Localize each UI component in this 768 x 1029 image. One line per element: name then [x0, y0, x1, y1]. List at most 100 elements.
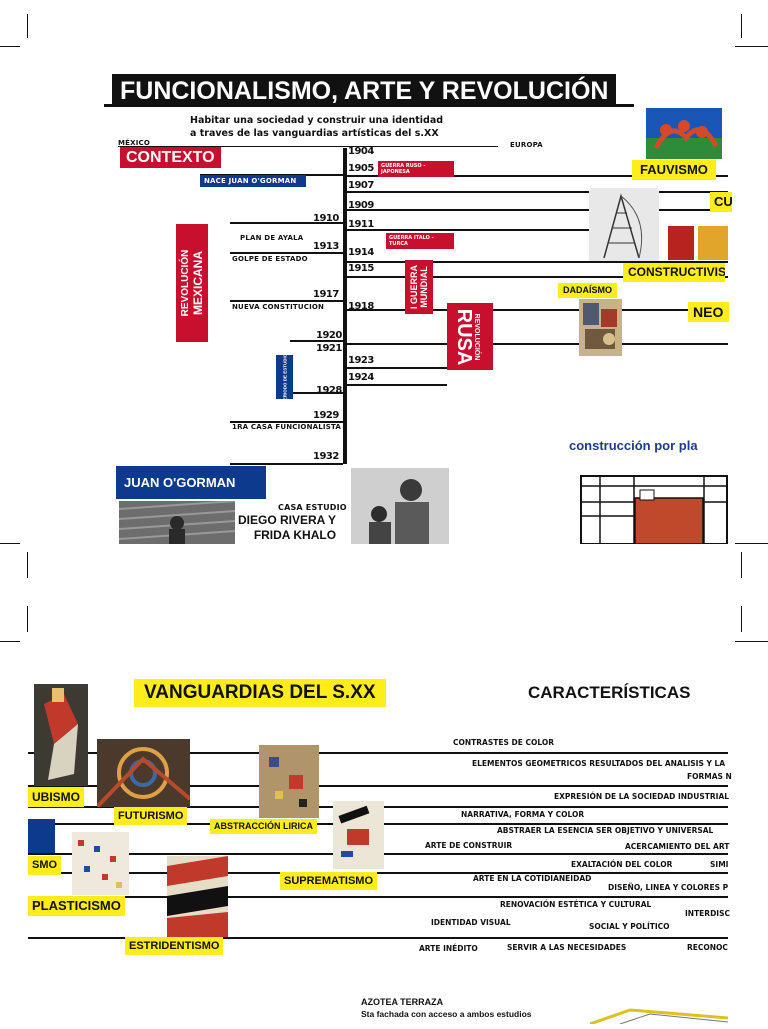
caracteristica: ACERCAMIENTO DEL ART [625, 842, 730, 851]
year-label: 1929 [313, 410, 339, 421]
year-label: 1914 [348, 247, 374, 258]
fauvism-painting [646, 108, 722, 159]
neoplasticism-painting [72, 832, 129, 895]
caracteristica: INTERDISC [685, 909, 731, 918]
timeline-line [230, 300, 343, 302]
row-rule [28, 937, 728, 939]
periodo-estudios-label: PERIODO DE ESTUDIOS [282, 350, 287, 404]
year-label: 1907 [348, 180, 374, 191]
caracteristica: IDENTIDAD VISUAL [431, 918, 511, 927]
row-rule [28, 872, 728, 874]
crop-mark [0, 46, 20, 47]
revolucion-rusa-box: REVOLUCIÓN RUSA [447, 303, 493, 370]
row-rule [28, 785, 728, 787]
event-golpe-estado: GOLPE DE ESTADO [232, 255, 308, 263]
crop-mark [27, 14, 28, 38]
diego-frida-line-1: DIEGO RIVERA Y [238, 513, 337, 527]
fauvismo-label: FAUVISMO [632, 160, 716, 180]
periodo-estudios-box: PERIODO DE ESTUDIOS [276, 351, 293, 403]
constructivism-tower-photo [589, 188, 659, 261]
timeline-line [347, 343, 728, 345]
timeline-line [230, 463, 343, 465]
timeline-line [347, 384, 447, 386]
futurism-painting [97, 739, 190, 807]
suprematismo-label: SUPREMATISMO [280, 872, 378, 890]
year-label: 1915 [348, 263, 374, 274]
timeline-axis [343, 148, 347, 464]
constructivismo-label: CONSTRUCTIVIS [623, 263, 725, 282]
year-label: 1913 [313, 241, 339, 252]
subtitle: Habitar una sociedad y construir una ide… [190, 114, 443, 140]
year-label: 1928 [316, 385, 342, 396]
blue-block [28, 819, 55, 853]
cubism-harlequin [34, 684, 88, 786]
juan-ogorman-label: JUAN O'GORMAN [116, 466, 266, 499]
crop-mark [741, 14, 742, 38]
caracteristica: SIMI [710, 860, 729, 869]
caracteristica: DISEÑO, LINEA Y COLORES P [608, 883, 729, 892]
dada-collage [579, 299, 622, 356]
azotea-label: AZOTEA TERRAZA [361, 997, 444, 1007]
vanguardias-title: VANGUARDIAS DEL S.XX [134, 679, 386, 707]
timeline-line [347, 367, 447, 369]
caracteristica: EXALTACIÓN DEL COLOR [571, 860, 673, 869]
crop-mark [0, 543, 20, 544]
caracteristica: SERVIR A LAS NECESIDADES [507, 943, 627, 952]
event-nueva-constitucion: NUEVA CONSTITUCION [232, 303, 325, 311]
caracteristica: EXPRESIÓN DE LA SOCIEDAD INDUSTRIAL [554, 792, 730, 801]
caracteristica: ARTE EN LA COTIDIANEIDAD [473, 874, 592, 883]
timeline-line [230, 252, 343, 254]
timeline-line [290, 392, 343, 394]
crop-mark [735, 641, 768, 642]
neo-label-partial: NEO [688, 302, 729, 322]
timeline-line [230, 421, 343, 423]
dadaismo-label: DADAÍSMO [558, 283, 617, 298]
year-label: 1921 [316, 343, 342, 354]
yellow-artwork [698, 226, 728, 260]
year-label: 1932 [313, 451, 339, 462]
timeline-line [347, 309, 728, 311]
caracteristica: NARRATIVA, FORMA Y COLOR [461, 810, 585, 819]
crop-mark [27, 552, 28, 578]
revolucion-mexicana-box: REVOLUCIÓN MEXICANA [176, 224, 208, 342]
row-rule [28, 752, 728, 754]
year-label: 1904 [348, 146, 374, 157]
year-label: 1917 [313, 289, 339, 300]
red-artwork [668, 226, 694, 260]
year-label: 1910 [313, 213, 339, 224]
caracteristica: ARTE INÉDITO [419, 944, 478, 953]
caracteristica: FORMAS N [687, 772, 732, 781]
event-casa-funcionalista: 1RA CASA FUNCIONALISTA [232, 423, 342, 431]
cubismo-label: UBISMO [28, 787, 84, 807]
crop-mark [735, 543, 768, 544]
crop-mark [735, 46, 768, 47]
year-label: 1918 [348, 301, 374, 312]
crop-mark [27, 606, 28, 632]
bottom-sketch [589, 1004, 729, 1026]
guerra-mundial-box: I GUERRA MUNDIAL [405, 260, 433, 314]
year-label: 1909 [348, 200, 374, 211]
floor-plan [580, 474, 728, 544]
caracteristica: ARTE DE CONSTRUIR [425, 841, 513, 850]
revolucion-rusa-line-2: RUSA [453, 308, 475, 365]
caracteristica: SOCIAL Y POLÍTICO [589, 922, 670, 931]
event-nace-ogorman: NACE JUAN O'GORMAN [200, 175, 306, 187]
timeline-line [347, 191, 728, 193]
crop-mark [741, 606, 742, 632]
abstraction-painting [259, 745, 319, 818]
diego-frida-label: DIEGO RIVERA Y FRIDA KHALO [238, 513, 336, 543]
row-rule [28, 896, 728, 898]
year-label: 1923 [348, 355, 374, 366]
fachada-label: Sta fachada con acceso a ambos estudios [361, 1009, 532, 1019]
year-label: 1920 [316, 330, 342, 341]
ismo-label: SMO [28, 856, 62, 875]
subtitle-line-2: a traves de las vanguardias artísticas d… [190, 128, 439, 139]
year-label: 1905 [348, 163, 374, 174]
mexico-label: MÉXICO [118, 139, 151, 147]
casa-estudio-label: CASA ESTUDIO [278, 503, 347, 512]
guerra-mundial-line-2: MUNDIAL [419, 266, 429, 308]
caracteristica: RECONOC [687, 943, 728, 952]
event-guerra-ruso: GUERRA RUSO - JAPONESA [378, 161, 454, 177]
contexto-label: CONTEXTO [120, 147, 221, 168]
estridentism-poster [167, 856, 228, 937]
